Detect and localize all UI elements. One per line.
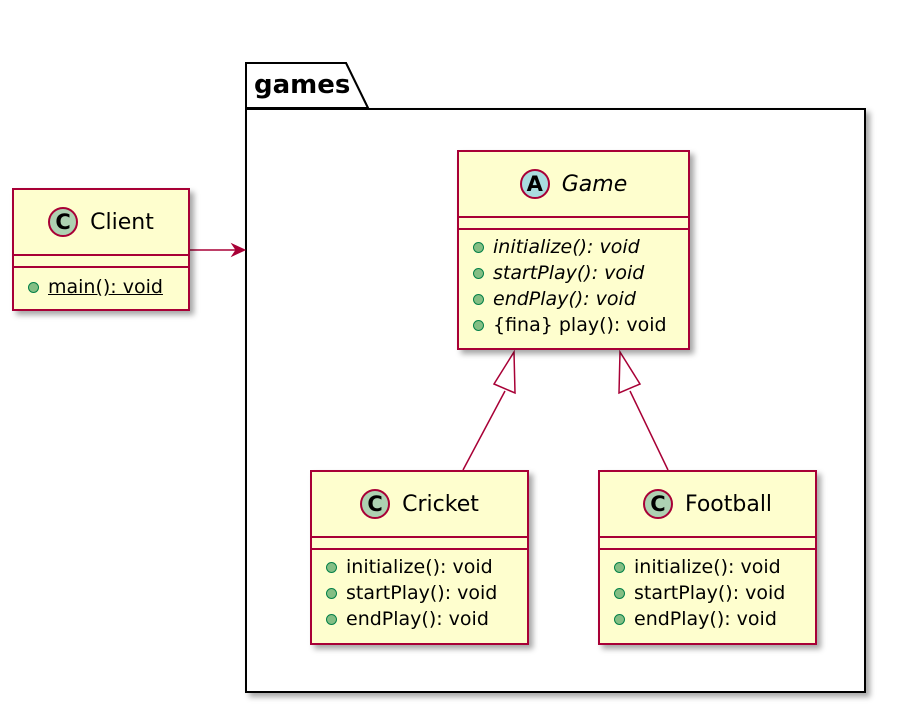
method-item: endPlay(): void bbox=[326, 606, 527, 632]
class-game-header: A Game bbox=[459, 152, 688, 218]
attributes-compartment bbox=[600, 538, 815, 550]
method-item: endPlay(): void bbox=[614, 606, 815, 632]
method-item: initialize(): void bbox=[326, 554, 527, 580]
generalization-line-football bbox=[629, 390, 669, 471]
methods-compartment: initialize(): void startPlay(): void end… bbox=[459, 230, 688, 344]
method-item: startPlay(): void bbox=[473, 260, 688, 286]
public-icon bbox=[614, 587, 625, 599]
public-icon bbox=[473, 267, 484, 279]
class-badge-icon: C bbox=[642, 489, 673, 519]
method-item: {fina} play(): void bbox=[473, 312, 688, 338]
class-football-header: C Football bbox=[600, 472, 815, 538]
generalization-arrowhead-cricket bbox=[492, 349, 516, 395]
public-icon bbox=[614, 613, 625, 625]
class-badge-icon: C bbox=[360, 489, 391, 519]
generalization-line-cricket bbox=[462, 390, 506, 471]
association-arrowhead bbox=[230, 242, 247, 258]
public-icon bbox=[473, 293, 484, 305]
class-client[interactable]: C Client main(): void bbox=[12, 188, 190, 311]
generalization-arrowhead-football bbox=[618, 349, 642, 395]
methods-compartment: initialize(): void startPlay(): void end… bbox=[312, 550, 527, 638]
method-item: startPlay(): void bbox=[326, 580, 527, 606]
public-icon bbox=[473, 319, 484, 331]
class-client-name: Client bbox=[90, 209, 154, 235]
attributes-compartment bbox=[312, 538, 527, 550]
class-badge-icon: C bbox=[48, 207, 79, 237]
public-icon bbox=[326, 613, 337, 625]
package-label: games bbox=[254, 70, 351, 100]
method-item: initialize(): void bbox=[473, 234, 688, 260]
class-football-name: Football bbox=[684, 491, 773, 517]
attributes-compartment bbox=[459, 218, 688, 230]
method-item: startPlay(): void bbox=[614, 580, 815, 606]
class-game-name: Game bbox=[561, 171, 628, 197]
method-item: main(): void bbox=[28, 274, 188, 300]
class-game[interactable]: A Game initialize(): void startPlay(): v… bbox=[457, 150, 690, 350]
class-cricket[interactable]: C Cricket initialize(): void startPlay()… bbox=[310, 470, 529, 645]
method-item: endPlay(): void bbox=[473, 286, 688, 312]
public-icon bbox=[326, 587, 337, 599]
abstract-badge-icon: A bbox=[519, 169, 550, 199]
attributes-compartment bbox=[14, 256, 188, 268]
method-item: initialize(): void bbox=[614, 554, 815, 580]
methods-compartment: main(): void bbox=[14, 268, 188, 306]
class-client-header: C Client bbox=[14, 190, 188, 256]
methods-compartment: initialize(): void startPlay(): void end… bbox=[600, 550, 815, 638]
class-cricket-name: Cricket bbox=[402, 491, 479, 517]
class-cricket-header: C Cricket bbox=[312, 472, 527, 538]
public-icon bbox=[473, 241, 484, 253]
class-football[interactable]: C Football initialize(): void startPlay(… bbox=[598, 470, 817, 645]
public-icon bbox=[28, 281, 39, 293]
public-icon bbox=[614, 561, 625, 573]
public-icon bbox=[326, 561, 337, 573]
